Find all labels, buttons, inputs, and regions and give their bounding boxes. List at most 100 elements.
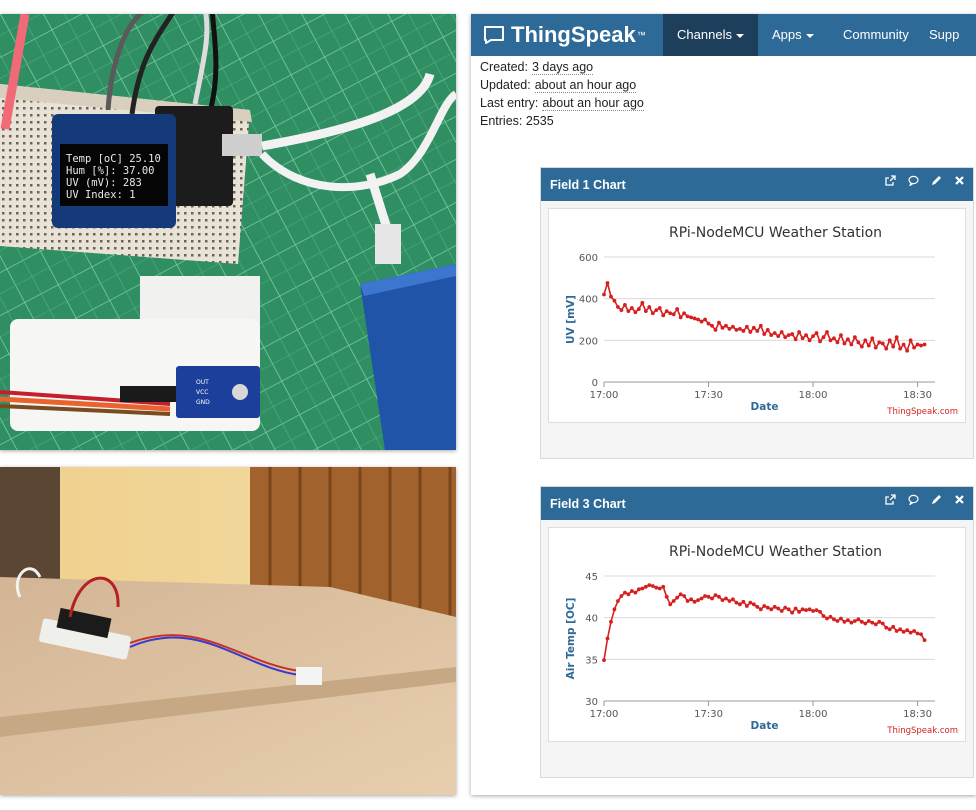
data-point	[901, 342, 906, 347]
data-point	[891, 344, 896, 349]
nav-channels[interactable]: Channels	[663, 14, 758, 56]
data-point	[727, 599, 732, 603]
oled-line-1: Temp [oC] 25.10	[66, 153, 161, 165]
data-point	[731, 324, 735, 329]
data-point	[636, 587, 641, 592]
data-point	[661, 584, 666, 589]
data-point	[856, 340, 861, 345]
y-tick-label: 600	[579, 253, 598, 264]
y-tick-label: 30	[585, 697, 598, 708]
chart-title: RPi-NodeMCU Weather Station	[669, 544, 882, 560]
data-point	[776, 334, 781, 339]
channel-metadata: Created:3 days ago Updated:about an hour…	[480, 58, 644, 130]
close-icon[interactable]	[954, 175, 965, 186]
data-point	[877, 340, 882, 345]
nav-support[interactable]: Supp	[929, 14, 959, 56]
sensor-label-out: OUT	[196, 379, 209, 386]
y-axis-title: UV [mV]	[565, 295, 577, 344]
close-icon[interactable]	[954, 494, 965, 505]
data-point	[908, 338, 913, 343]
entries-row: Entries: 2535	[480, 112, 644, 130]
data-point	[783, 605, 788, 610]
nav-apps[interactable]: Apps	[772, 14, 814, 56]
data-point	[894, 629, 899, 633]
comment-icon[interactable]	[908, 175, 919, 186]
data-point	[692, 316, 697, 321]
data-point	[919, 343, 923, 348]
data-point	[720, 598, 725, 603]
data-point	[912, 345, 916, 350]
data-point	[849, 342, 854, 347]
data-point	[922, 342, 927, 347]
data-point	[678, 592, 683, 597]
data-point	[839, 616, 843, 621]
breadboard-photo-illustration: Temp [oC] 25.10 Hum [%]: 37.00 UV (mV): …	[0, 14, 456, 450]
data-point	[727, 326, 732, 331]
data-point	[675, 307, 680, 311]
data-point	[643, 584, 648, 589]
panel-header: Field 3 Chart	[541, 487, 973, 520]
data-point	[887, 338, 892, 343]
data-point	[765, 605, 770, 610]
nav-apps-label: Apps	[772, 27, 802, 42]
data-point	[807, 607, 812, 612]
data-point	[623, 590, 627, 595]
data-point	[717, 594, 721, 599]
data-point	[720, 325, 725, 330]
data-point	[908, 630, 913, 635]
data-point	[842, 341, 847, 346]
data-point	[825, 616, 829, 621]
pencil-icon[interactable]	[931, 175, 942, 186]
data-point	[859, 344, 864, 349]
data-point	[612, 607, 617, 612]
data-point	[616, 305, 620, 309]
panel-title: Field 1 Chart	[550, 178, 626, 192]
data-point	[852, 335, 857, 340]
data-point	[643, 309, 648, 314]
field-3-chart-panel: Field 3 Chart RPi-NodeMCU Weather Statio…	[540, 486, 974, 778]
data-point	[887, 627, 892, 632]
data-point	[842, 619, 847, 624]
data-point	[772, 604, 777, 609]
field-3-line-chart: RPi-NodeMCU Weather Station3035404517:00…	[565, 544, 958, 736]
created-value: 3 days ago	[531, 60, 594, 75]
data-point	[654, 308, 659, 313]
created-row: Created:3 days ago	[480, 58, 644, 76]
field-1-line-chart: RPi-NodeMCU Weather Station020040060017:…	[565, 225, 958, 417]
external-link-icon[interactable]	[885, 494, 896, 505]
data-point	[804, 608, 808, 613]
data-point	[769, 333, 774, 338]
data-point	[818, 609, 822, 614]
data-point	[675, 595, 680, 600]
external-link-icon[interactable]	[885, 175, 896, 186]
data-point	[741, 329, 746, 333]
data-point	[650, 584, 655, 588]
x-axis-title: Date	[751, 720, 779, 732]
y-tick-label: 45	[585, 572, 598, 583]
data-point	[706, 321, 711, 326]
pencil-icon[interactable]	[931, 494, 942, 505]
comment-icon[interactable]	[908, 494, 919, 505]
x-tick-label: 17:30	[694, 709, 723, 720]
data-point	[629, 306, 634, 310]
nav-support-label: Supp	[929, 27, 960, 42]
x-tick-label: 17:00	[590, 390, 619, 401]
data-point	[602, 658, 606, 663]
panel-actions	[885, 494, 965, 505]
data-point	[845, 618, 850, 623]
x-axis-title: Date	[751, 401, 779, 413]
data-point	[776, 606, 781, 611]
data-point	[629, 589, 634, 593]
data-point	[898, 627, 903, 632]
data-point	[619, 308, 624, 313]
x-tick-label: 18:30	[903, 709, 932, 720]
data-point	[654, 585, 659, 590]
data-point	[737, 602, 742, 607]
nav-community[interactable]: Community	[843, 14, 909, 56]
data-point	[657, 586, 662, 591]
data-point	[797, 330, 802, 334]
data-point	[706, 594, 711, 599]
